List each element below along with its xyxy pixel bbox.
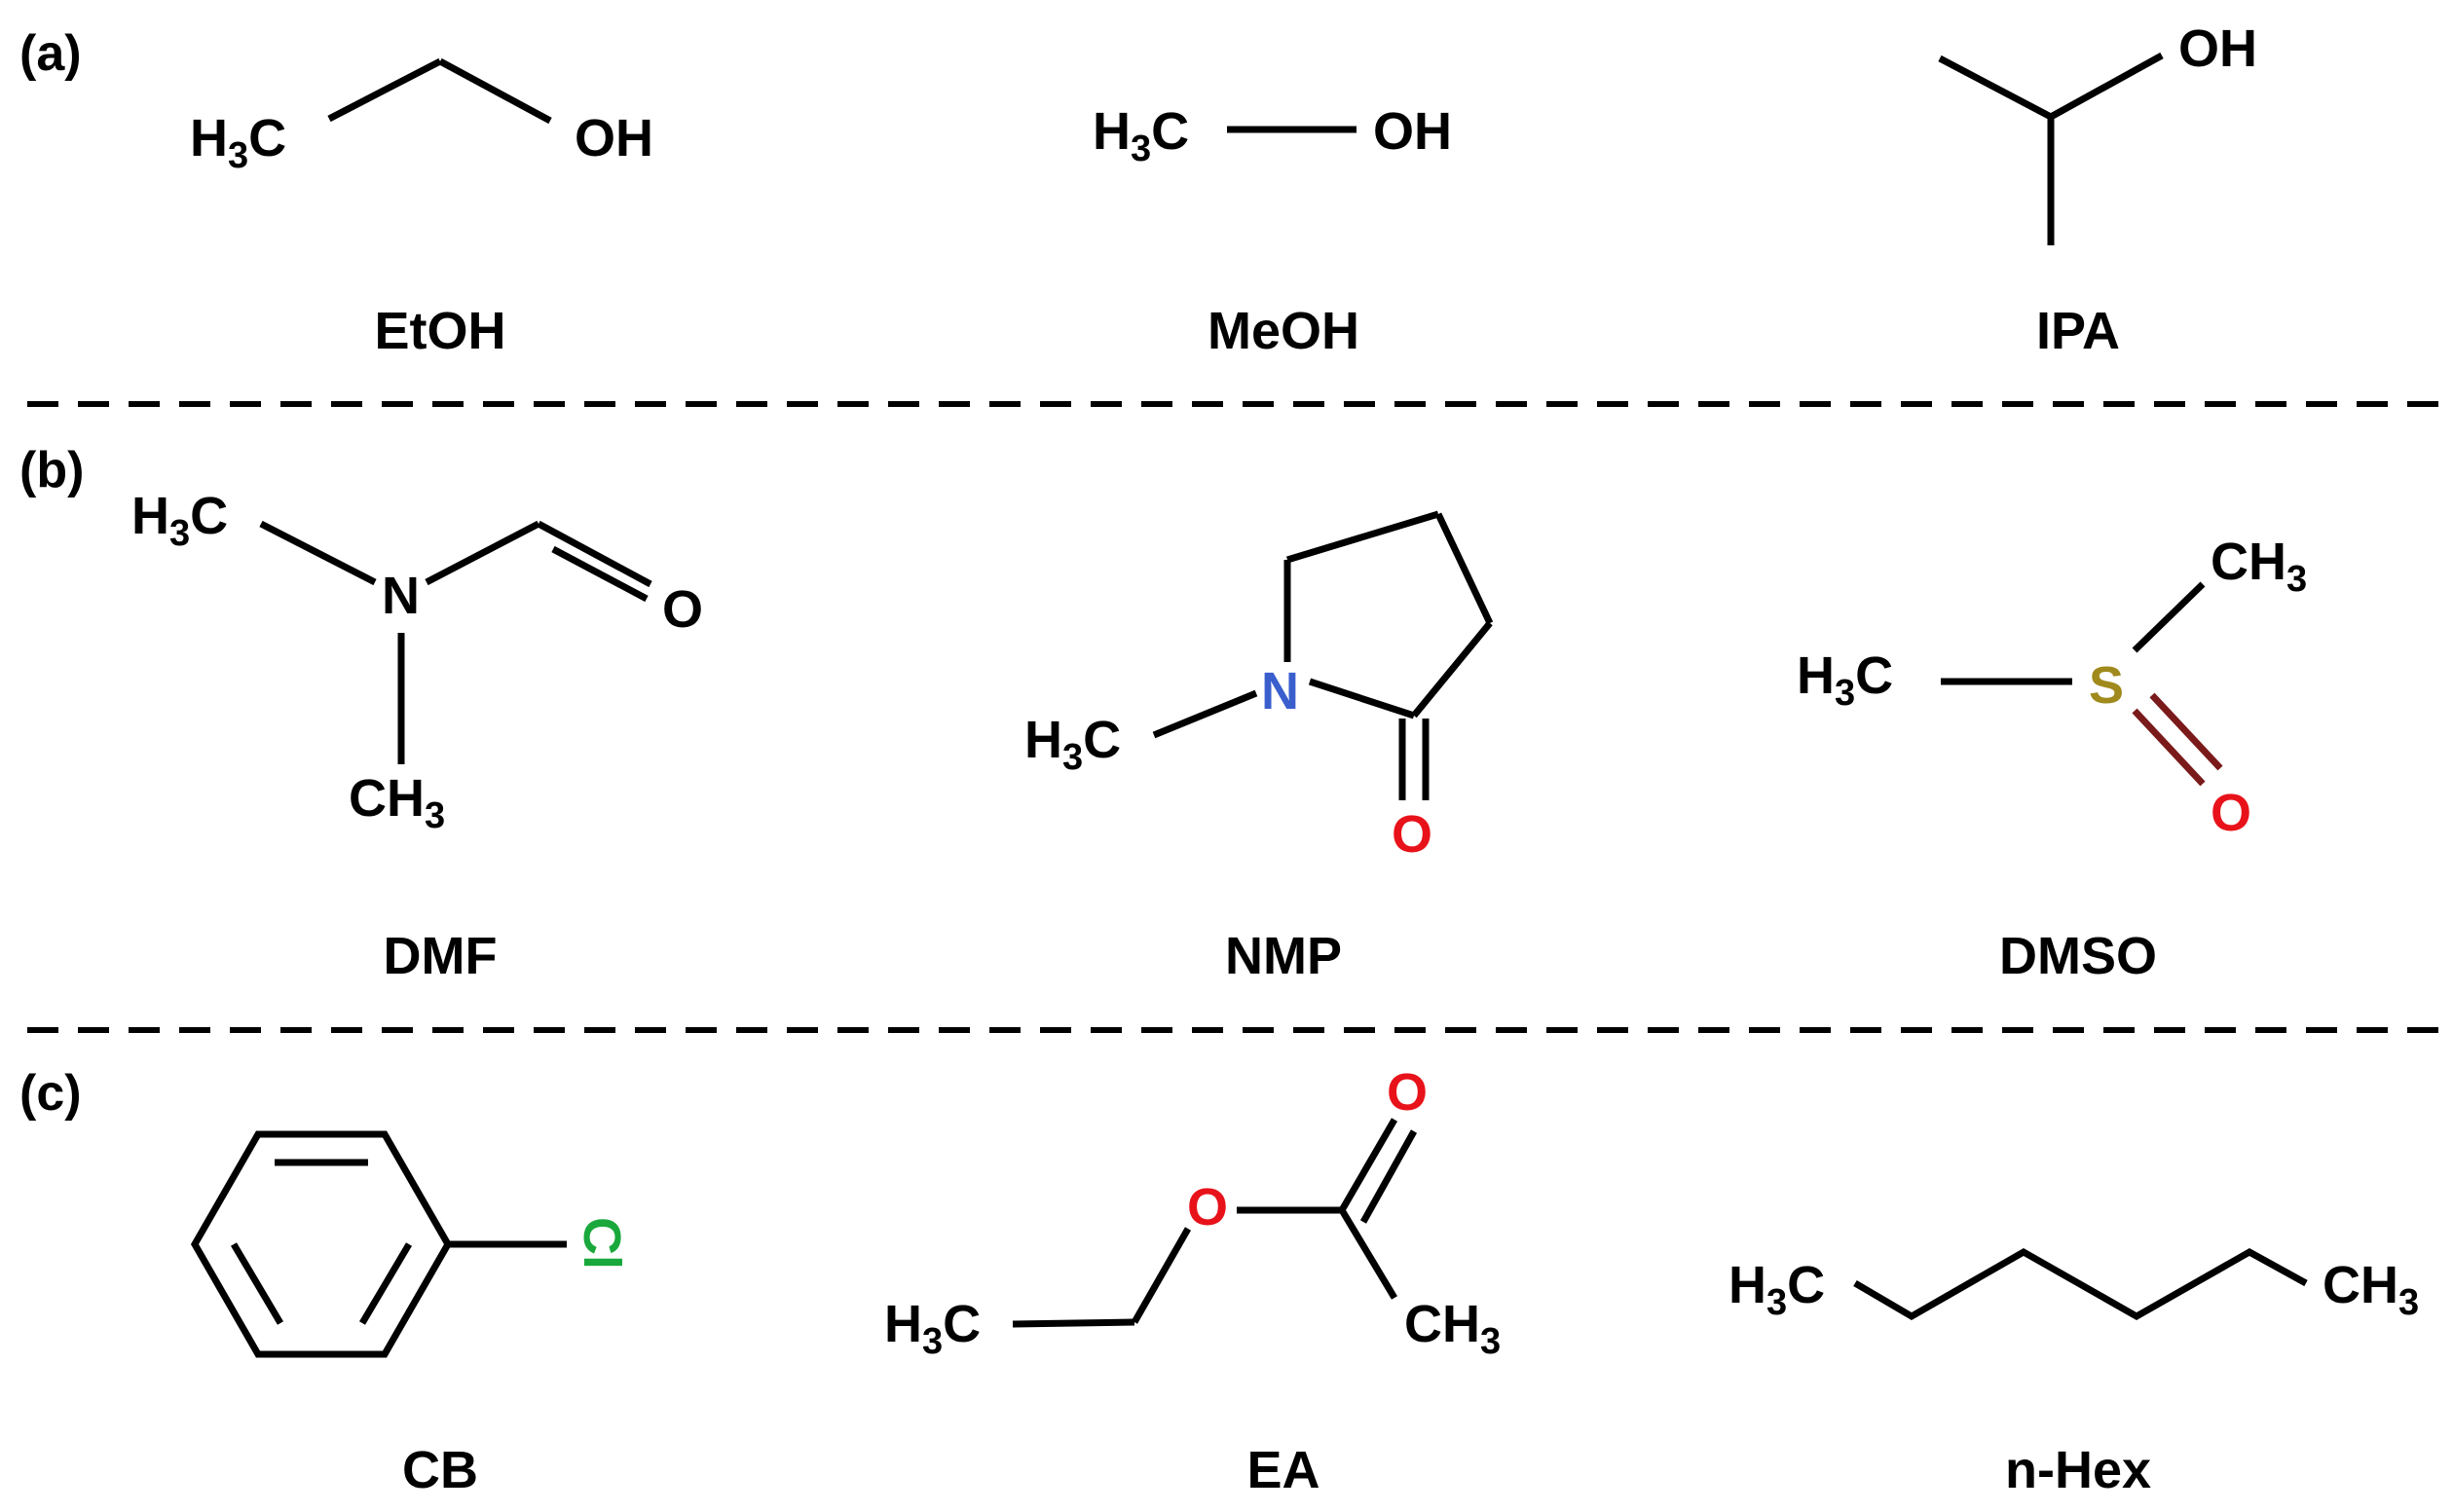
- bond: [1338, 1118, 1398, 1212]
- n-hexane-structure: H3C CH3: [1728, 1247, 2419, 1323]
- panel-label-a: (a): [19, 25, 82, 82]
- bond: [1359, 1129, 1418, 1224]
- bond: [2132, 581, 2206, 653]
- bond: [1285, 510, 1440, 564]
- atom-label: CH3: [349, 769, 445, 836]
- bond: [1131, 1227, 1192, 1324]
- bond: [259, 520, 377, 586]
- atom-label: H3C: [131, 487, 228, 554]
- atom-label: CH3: [2323, 1256, 2419, 1323]
- bond: [1411, 620, 1493, 719]
- atom-label: OH: [2178, 19, 2257, 78]
- bond: [358, 1242, 413, 1325]
- atom-label: H3C: [1728, 1256, 1825, 1323]
- compound-name-nhex: n-Hex: [2005, 1441, 2151, 1499]
- bond: [2149, 692, 2223, 771]
- atom-label: H3C: [1093, 102, 1189, 169]
- bond: [1338, 1208, 1398, 1300]
- benzene-ring: [190, 1130, 453, 1358]
- atom-label: O: [2211, 784, 2251, 842]
- ethanol-structure: H3C OH: [190, 57, 653, 176]
- atom-label: O: [1187, 1178, 1228, 1236]
- panel-label-c: (c): [19, 1065, 82, 1122]
- atom-label: O: [1387, 1063, 1428, 1122]
- methanol-structure: H3C OH: [1093, 102, 1452, 169]
- atom-label: H3C: [1797, 646, 1893, 714]
- chlorobenzene-structure: Cl: [190, 1130, 631, 1358]
- bond: [1152, 689, 1258, 739]
- bond: [1938, 55, 2053, 121]
- atom-label: O: [1392, 805, 1432, 864]
- bond: [2049, 52, 2164, 121]
- carbon-chain: [1853, 1247, 2308, 1321]
- panel-label-b: (b): [19, 442, 84, 498]
- compound-name-etoh: EtOH: [375, 302, 506, 360]
- bond: [537, 520, 652, 588]
- dmf-structure: H3C N O CH3: [131, 487, 703, 836]
- compound-name-dmf: DMF: [384, 927, 498, 985]
- compound-name-ea: EA: [1246, 1441, 1319, 1499]
- bond: [1012, 1318, 1135, 1328]
- atom-label: OH: [1373, 102, 1452, 161]
- ethyl-acetate-structure: H3C O O CH3: [884, 1063, 1501, 1362]
- atom-label: OH: [575, 109, 653, 167]
- atom-label: Cl: [573, 1217, 631, 1270]
- nmp-structure: N H3C O: [1024, 510, 1494, 864]
- bond: [1434, 512, 1494, 625]
- bond: [438, 57, 552, 125]
- atom-label: N: [1261, 662, 1299, 720]
- bond: [230, 1242, 284, 1325]
- compound-name-meoh: MeOH: [1208, 302, 1359, 360]
- compound-name-nmp: NMP: [1225, 927, 1342, 985]
- atom-label: S: [2089, 656, 2124, 715]
- compound-name-cb: CB: [402, 1441, 478, 1499]
- bond: [327, 57, 442, 123]
- atom-label: N: [382, 567, 420, 625]
- atom-label: H3C: [190, 109, 286, 176]
- atom-label: CH3: [2211, 533, 2307, 600]
- bond: [2132, 708, 2206, 787]
- compound-name-ipa: IPA: [2036, 302, 2120, 360]
- atom-label: H3C: [1024, 711, 1121, 778]
- bond: [425, 520, 540, 586]
- dmso-structure: H3C S CH3 O: [1797, 533, 2307, 842]
- atom-label: O: [662, 580, 703, 639]
- bond: [1308, 678, 1416, 719]
- compound-name-dmso: DMSO: [1999, 927, 2157, 985]
- atom-label: H3C: [884, 1295, 981, 1362]
- atom-label: CH3: [1404, 1295, 1501, 1362]
- isopropanol-structure: OH: [1938, 19, 2257, 245]
- bond: [551, 545, 649, 603]
